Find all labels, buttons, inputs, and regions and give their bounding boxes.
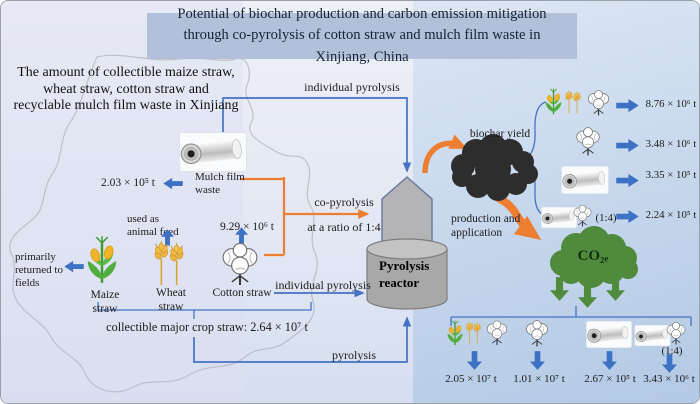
background-band-left bbox=[1, 1, 243, 403]
arrow-down-icon bbox=[578, 281, 597, 311]
arrow-right-icon bbox=[615, 138, 640, 153]
cotton-straw-icon bbox=[523, 319, 551, 347]
cotton-straw-label: Cotton straw bbox=[212, 287, 272, 299]
maize-straw-icon bbox=[543, 86, 564, 117]
co-pyrolysis-ratio-badge: (1:4) bbox=[661, 345, 683, 357]
co2e-cloud-icon bbox=[550, 226, 638, 288]
left-panel-heading: The amount of collectible maize straw, w… bbox=[13, 65, 239, 114]
crop-straw-bracket bbox=[97, 302, 312, 319]
mulch-film-label: Mulch film waste bbox=[195, 171, 245, 196]
cotton-straw-icon bbox=[664, 321, 688, 345]
mitigation-value: 2.67 × 10⁵ t bbox=[584, 373, 636, 385]
arrow-down-icon bbox=[662, 354, 677, 373]
cotton-amount: 9.29 × 10⁶ t bbox=[220, 221, 274, 233]
orange-flow-lines bbox=[241, 134, 542, 257]
blue-flow-lines bbox=[193, 97, 412, 363]
biochar-yield-value: 8.76 × 10⁶ t bbox=[645, 98, 697, 110]
reactor-to-biochar-arrow bbox=[422, 134, 468, 174]
arrow-right-icon bbox=[615, 98, 640, 113]
mitigation-value: 3.43 × 10⁶ t bbox=[643, 373, 695, 385]
mulch-film-roll-icon bbox=[179, 132, 247, 172]
pyrolysis-reactor-label: Pyrolysis reactor bbox=[379, 258, 430, 290]
mitigation-value: 1.01 × 10⁷ t bbox=[513, 373, 565, 385]
pyrolysis-bottom-line bbox=[193, 316, 412, 363]
arrow-right-icon bbox=[615, 173, 640, 188]
individual-pyrolysis-top-line bbox=[222, 97, 412, 173]
wheat-straw-icon bbox=[464, 319, 483, 347]
co-pyrolysis-bracket bbox=[241, 177, 286, 257]
arrow-down-icon bbox=[550, 276, 569, 302]
biochar-yield-label: biochar yield bbox=[469, 128, 531, 140]
emissions-bracket bbox=[450, 306, 692, 326]
maize-straw-icon bbox=[83, 234, 121, 286]
maize-straw-icon bbox=[445, 317, 465, 349]
maize-note: primarily returned to fields bbox=[15, 251, 63, 289]
biochar-to-co2e-arrow bbox=[496, 194, 542, 241]
biochar-yield-value: 3.48 × 10⁶ t bbox=[645, 138, 697, 150]
wheat-straw-icon bbox=[149, 241, 189, 287]
production-note: production and application bbox=[451, 213, 521, 239]
arrow-down-icon bbox=[467, 351, 482, 370]
arrow-down-icon bbox=[602, 351, 617, 370]
wheat-straw-icon bbox=[563, 89, 583, 116]
co-pyrolysis-label: co-pyrolysis bbox=[314, 195, 374, 209]
biochar-cloud-icon bbox=[451, 134, 538, 201]
biochar-yield-value: 3.35 × 10⁵ t bbox=[645, 169, 697, 181]
mitigation-value: 2.05 × 10⁷ t bbox=[445, 373, 497, 385]
arrow-left-icon bbox=[161, 177, 185, 190]
arrow-down-icon bbox=[530, 351, 545, 370]
mulch-film-roll-icon bbox=[585, 321, 633, 348]
co2e-cloud-label: CO₂ₑ bbox=[577, 248, 609, 264]
mulch-film-roll-icon bbox=[561, 166, 609, 194]
total-straw-label: collectible major crop straw: 2.64 × 10⁷… bbox=[106, 320, 308, 334]
mulch-film-amount: 2.03 × 10⁵ t bbox=[101, 177, 155, 189]
figure-title: Potential of biochar production and carb… bbox=[147, 6, 577, 65]
wheat-note: used as animal feed bbox=[127, 213, 179, 238]
maize-straw-label: Maize straw bbox=[90, 289, 120, 315]
cotton-straw-icon bbox=[585, 89, 612, 116]
arrow-down-icon bbox=[606, 276, 625, 302]
biochar-yield-value: 2.24 × 10⁵ t bbox=[645, 209, 697, 221]
individual-pyrolysis-top-label: individual pyrolysis bbox=[304, 80, 400, 94]
co-pyrolysis-ratio-badge: (1:4) bbox=[595, 212, 617, 224]
arrow-right-icon bbox=[615, 209, 640, 224]
co-pyrolysis-ratio-label: at a ratio of 1:4 bbox=[307, 220, 381, 234]
cotton-straw-icon bbox=[573, 126, 603, 156]
wheat-straw-label: Wheat straw bbox=[155, 287, 186, 313]
pyrolysis-reactor bbox=[366, 176, 448, 310]
pyrolysis-bottom-label: pyrolysis bbox=[331, 348, 376, 362]
cotton-straw-icon bbox=[217, 241, 263, 286]
cotton-straw-icon bbox=[484, 319, 510, 346]
individual-pyrolysis-bottom-label: individual pyrolysis bbox=[275, 278, 371, 292]
